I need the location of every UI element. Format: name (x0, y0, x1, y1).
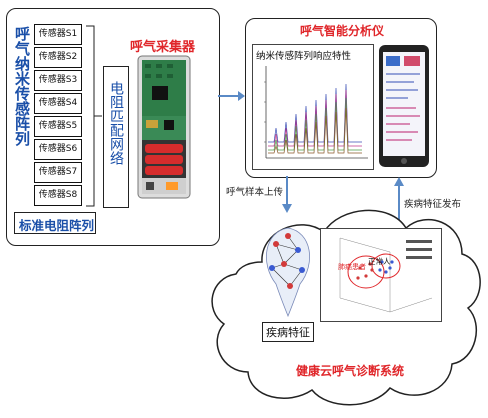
sensor-item: 传感器S6 (34, 139, 82, 160)
scatter-patient-label: 肺癌患者 (338, 263, 366, 271)
cloud-network-image (266, 227, 310, 318)
publish-label: 疾病特征发布 (404, 199, 462, 210)
sensor-array-title: 呼气纳米传感阵列 (13, 26, 31, 146)
disease-feature-label: 疾病特征 (266, 326, 310, 339)
response-chart-frame (252, 44, 374, 170)
disease-feature-box: 疾病特征 (262, 322, 314, 342)
phone-display-image (379, 45, 429, 167)
sensor-bracket (86, 25, 102, 207)
collector-title: 呼气采集器 (130, 40, 196, 55)
matching-network-label: 电阻匹配网络 (108, 81, 124, 165)
response-chart-title: 纳米传感阵列响应特性 (256, 51, 352, 62)
sensor-list: 传感器S1 传感器S2 传感器S3 传感器S4 传感器S5 传感器S6 传感器S… (34, 24, 84, 206)
scatter-plot-frame (320, 228, 442, 322)
upload-label: 呼气样本上传 (226, 187, 284, 198)
sensor-item: 传感器S8 (34, 185, 82, 206)
cloud-system-title: 健康云呼气诊断系统 (296, 364, 405, 378)
sensor-item: 传感器S2 (34, 47, 82, 68)
arrow-to-analyzer (218, 91, 245, 101)
sensor-item: 传感器S7 (34, 162, 82, 183)
response-chart (264, 66, 368, 159)
standard-array-box: 标准电阻阵列 (14, 212, 96, 234)
response-curves (268, 83, 362, 154)
arrow-publish (394, 177, 404, 222)
sensor-item: 传感器S1 (34, 24, 82, 45)
scatter-plot (339, 237, 433, 313)
sensor-array-block: 呼气纳米传感阵列 传感器S1 传感器S2 传感器S3 传感器S4 传感器S5 传… (10, 20, 129, 230)
sensor-item: 传感器S3 (34, 70, 82, 91)
standard-array-label: 标准电阻阵列 (19, 218, 95, 233)
scatter-normal-label: 正常人 (368, 257, 391, 266)
matching-network-box: 电阻匹配网络 (103, 66, 129, 208)
sensor-item: 传感器S4 (34, 93, 82, 114)
arrow-upload (282, 176, 292, 213)
collector-board-image (137, 55, 191, 199)
sensor-item: 传感器S5 (34, 116, 82, 137)
analyzer-title: 呼气智能分析仪 (300, 24, 385, 38)
